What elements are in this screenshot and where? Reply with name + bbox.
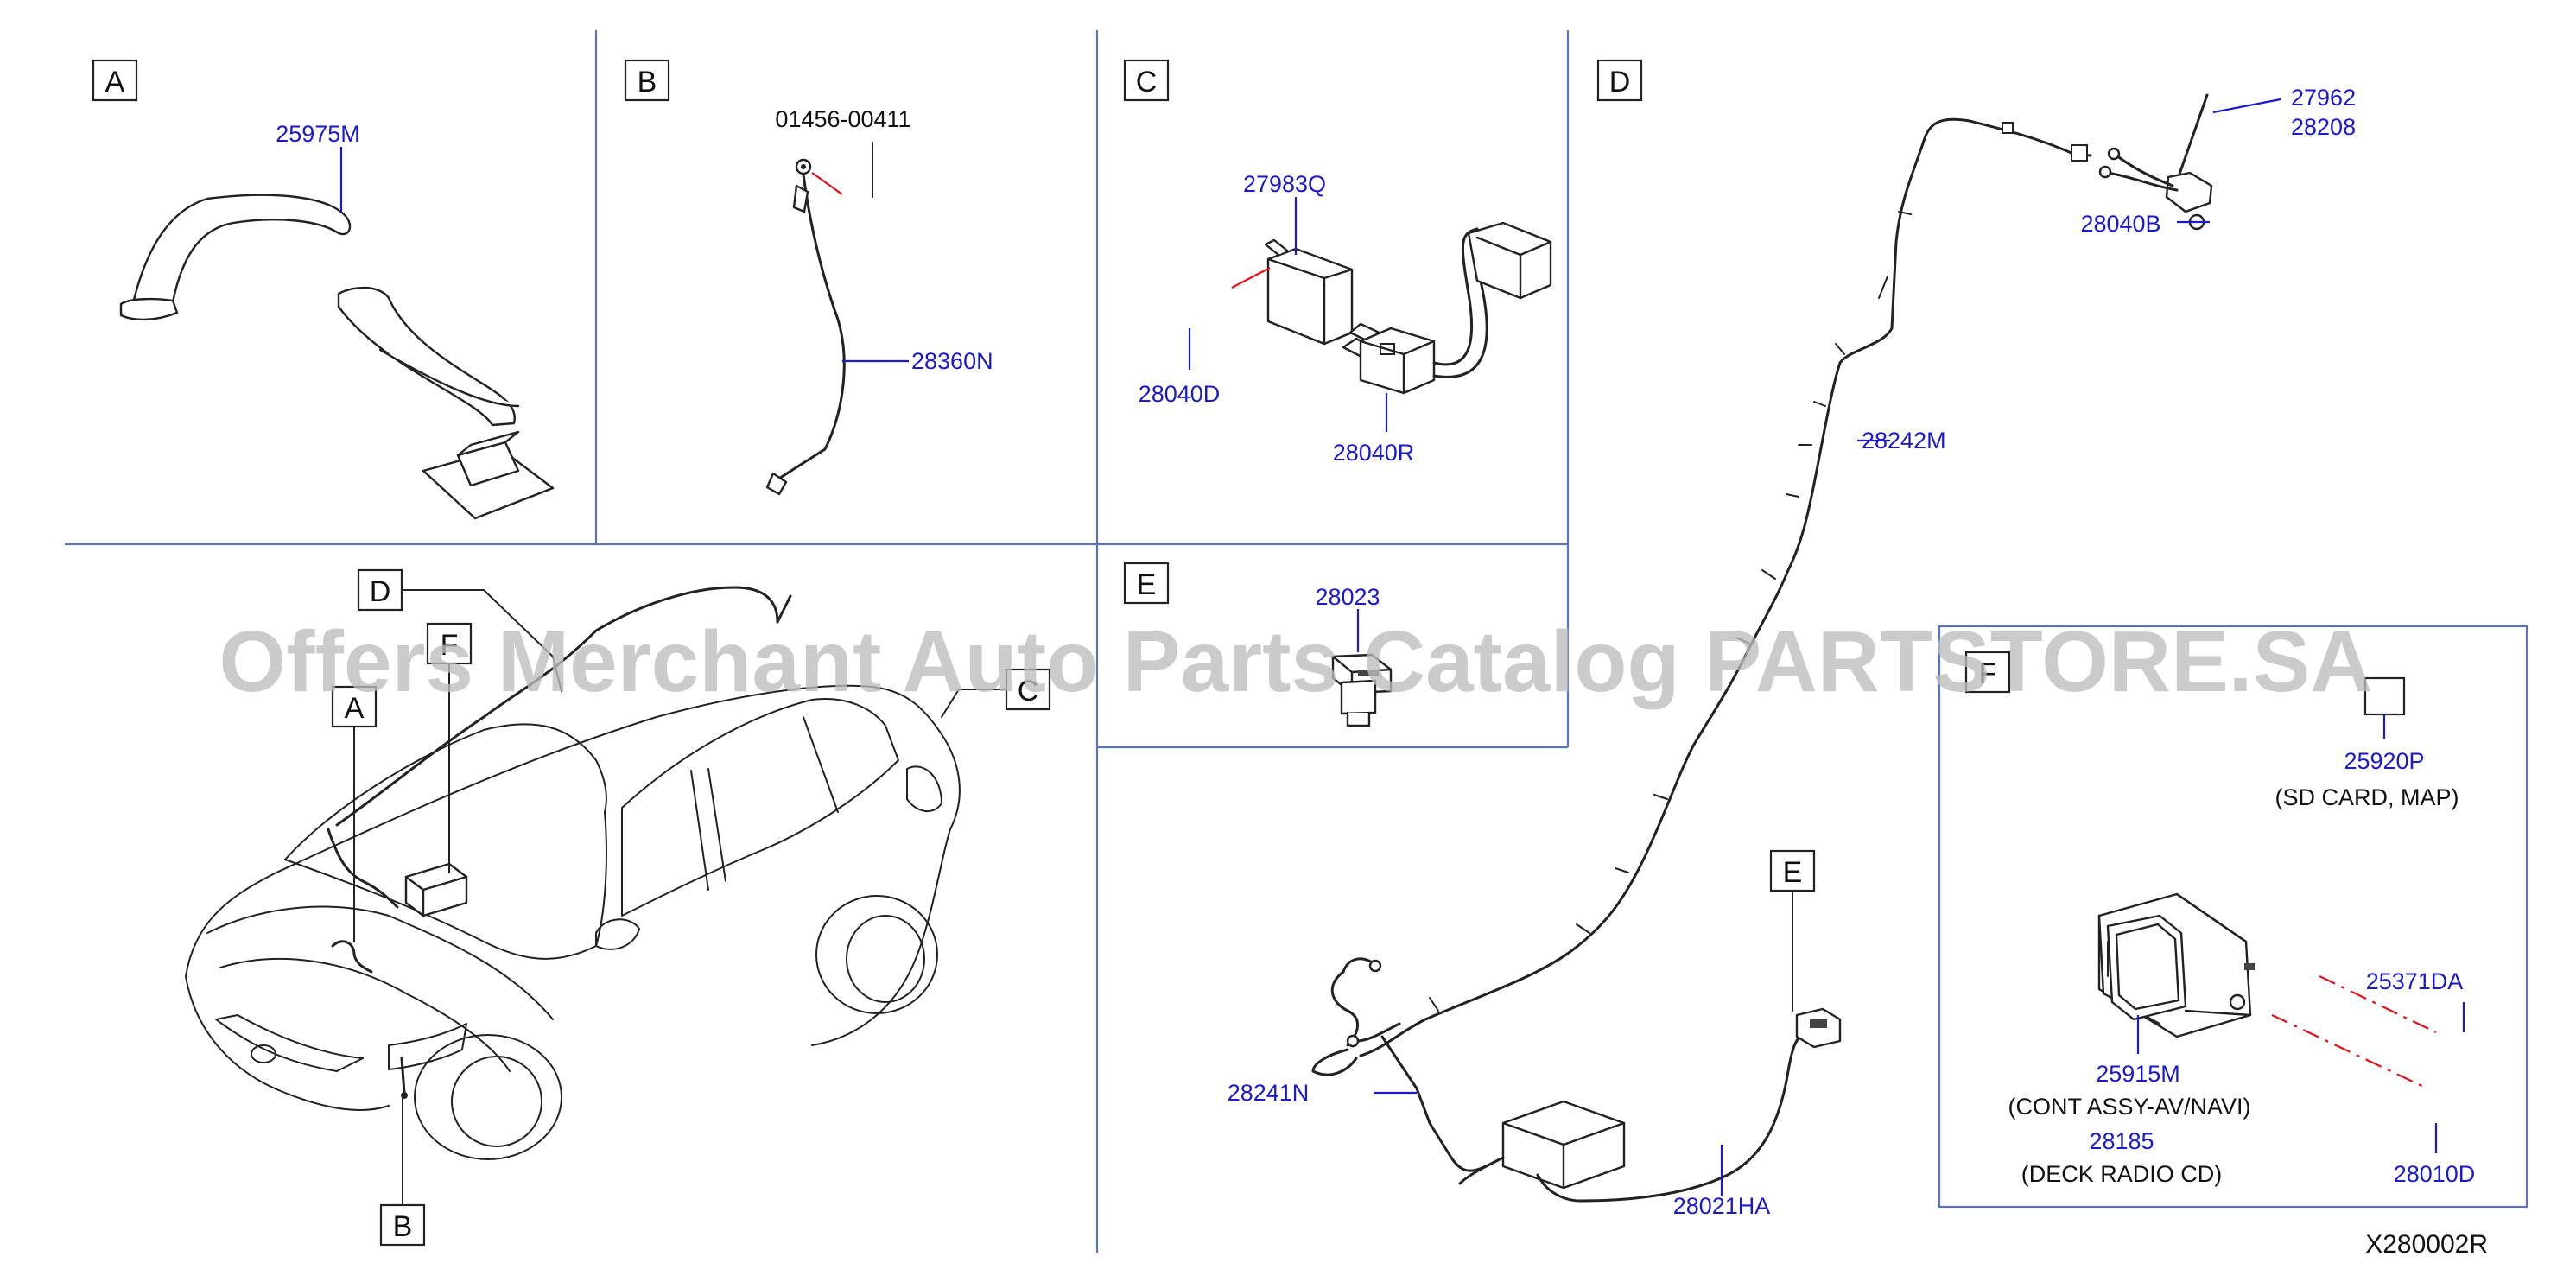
- part-number-28021ha[interactable]: 28021HA: [1673, 1193, 1771, 1219]
- section-label-e: E: [1137, 568, 1157, 601]
- callout-label-f: F: [441, 629, 459, 662]
- description-sd-card: (SD CARD, MAP): [2275, 784, 2459, 810]
- sd-card-drawing: [2363, 676, 2406, 716]
- part-number-01456-00411[interactable]: 01456-00411: [775, 106, 910, 132]
- ground-strap-drawing: [765, 158, 846, 496]
- part-number-28040r[interactable]: 28040R: [1333, 440, 1415, 466]
- section-label-f: F: [1979, 657, 1997, 690]
- harness-25975m-drawing: [119, 194, 555, 520]
- car-overview-drawing: [185, 586, 961, 1160]
- navi-unit-drawing: [2097, 892, 2255, 1038]
- callout-label-b: B: [393, 1210, 413, 1243]
- part-number-28023[interactable]: 28023: [1315, 584, 1380, 610]
- description-cont-assy: (CONT ASSY-AV/NAVI): [2008, 1094, 2250, 1120]
- part-number-25915m[interactable]: 25915M: [2096, 1061, 2180, 1087]
- section-label-c: C: [1136, 66, 1158, 98]
- section-labels: A B C D E F: [92, 59, 2011, 694]
- part-number-28010d[interactable]: 28010D: [2394, 1161, 2476, 1187]
- part-number-28040d[interactable]: 28040D: [1139, 381, 1221, 407]
- part-number-28185[interactable]: 28185: [2089, 1128, 2154, 1154]
- part-number-27962[interactable]: 27962: [2291, 85, 2356, 111]
- part-number-28360n[interactable]: 28360N: [911, 348, 993, 374]
- description-deck-radio: (DECK RADIO CD): [2021, 1161, 2223, 1187]
- section-label-d: D: [1609, 66, 1631, 98]
- part-number-28241n[interactable]: 28241N: [1228, 1080, 1310, 1106]
- drawing-code: X280002R: [2365, 1230, 2488, 1259]
- part-number-25371da[interactable]: 25371DA: [2366, 968, 2464, 994]
- callout-label-c: C: [1018, 675, 1039, 708]
- usb-socket-drawing: [1331, 653, 1393, 727]
- part-number-27983q[interactable]: 27983Q: [1243, 171, 1326, 197]
- callout-label-a: A: [345, 692, 365, 725]
- antenna-cable-drawing: [1311, 93, 2213, 1203]
- car-callouts: D F A C B: [331, 568, 1051, 1247]
- section-label-a: A: [105, 66, 125, 98]
- relay-connector-drawing: [1264, 221, 1552, 395]
- part-number-25920p[interactable]: 25920P: [2344, 748, 2424, 774]
- section-dividers: [65, 30, 2528, 1253]
- part-number-28208[interactable]: 28208: [2291, 114, 2356, 140]
- watermark-text: Offers Merchant Auto Parts Catalog PARTS…: [219, 613, 2373, 710]
- section-label-b: B: [638, 66, 657, 98]
- part-number-25975m[interactable]: 25975M: [276, 121, 360, 147]
- part-number-28040b[interactable]: 28040B: [2080, 211, 2160, 237]
- callout-label-d: D: [370, 575, 391, 608]
- callout-label-e: E: [1783, 856, 1803, 889]
- part-number-28242m[interactable]: 28242M: [1862, 428, 1946, 454]
